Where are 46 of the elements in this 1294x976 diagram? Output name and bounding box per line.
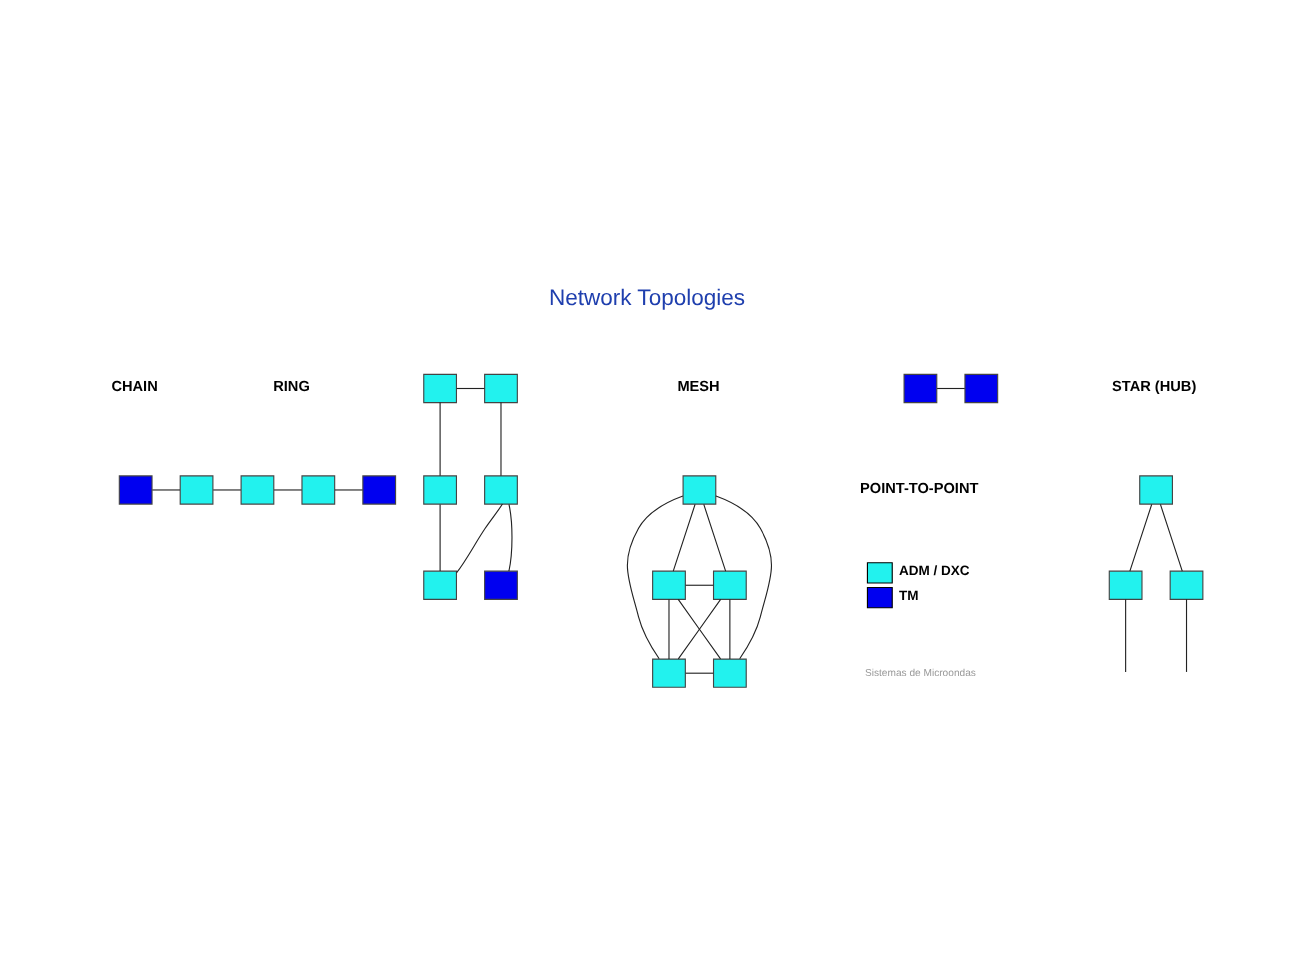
node-box (1108, 570, 1143, 600)
node-box (179, 475, 214, 505)
node-box (118, 475, 153, 505)
connector (703, 503, 727, 572)
connector (626, 495, 684, 660)
node-box (652, 570, 686, 600)
connector (685, 584, 714, 586)
node-box (423, 475, 457, 505)
connector (1185, 598, 1188, 673)
connector (672, 503, 696, 572)
connector (439, 503, 441, 572)
node-box (712, 658, 747, 688)
diagram-title: Network Topologies (548, 287, 746, 312)
node-box (964, 373, 999, 404)
connector (334, 489, 364, 491)
node-box (484, 570, 518, 600)
node-box (423, 570, 457, 600)
connector (677, 598, 722, 660)
node-box (712, 570, 747, 600)
connector (685, 672, 714, 674)
connector (439, 402, 441, 477)
connector (508, 503, 513, 572)
connector (1129, 503, 1153, 572)
node-box (1139, 475, 1173, 505)
connector (715, 495, 773, 660)
connector (1125, 598, 1127, 673)
connector (273, 489, 303, 491)
node-box (301, 475, 336, 505)
node-box (240, 475, 275, 505)
connector (1159, 503, 1183, 572)
node-box (682, 475, 717, 505)
connector (729, 598, 731, 660)
node-box (484, 373, 518, 404)
node-box (423, 373, 457, 404)
node-box (903, 373, 938, 404)
connector (212, 489, 242, 491)
connector (456, 503, 503, 574)
node-box (652, 658, 686, 688)
node-box (362, 475, 397, 505)
connector (151, 489, 181, 491)
node-box (484, 475, 518, 505)
node-box (1169, 570, 1204, 600)
connector (456, 387, 485, 390)
connector (936, 387, 966, 390)
connector (668, 598, 670, 660)
connector (500, 402, 502, 477)
